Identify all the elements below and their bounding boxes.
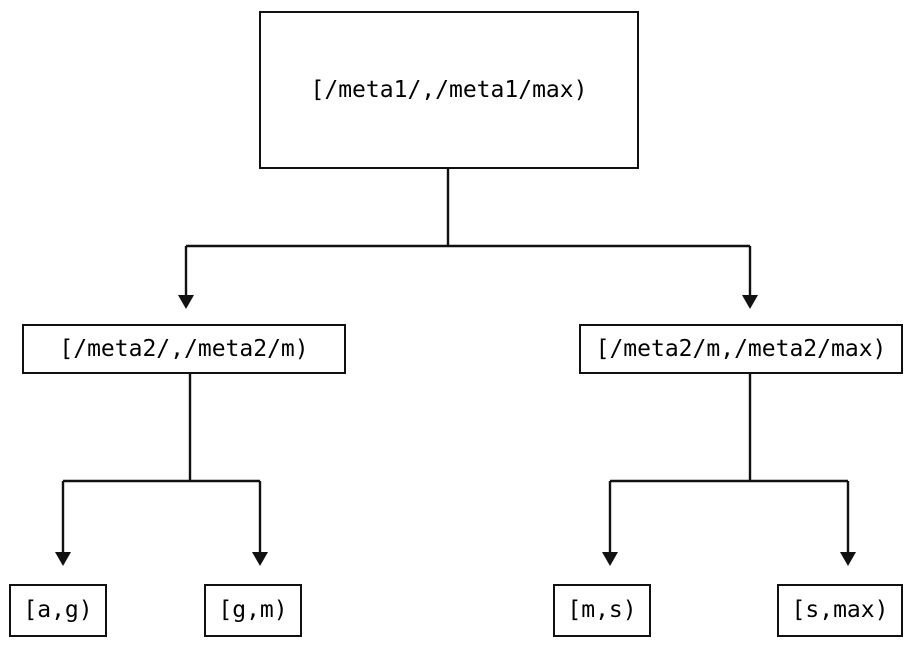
node-leaf-ms-label: [m,s) bbox=[567, 597, 637, 623]
arrowhead-mid-right-icon bbox=[742, 295, 758, 309]
arrowhead-leaf-ms-icon bbox=[602, 552, 618, 566]
node-leaf-ms: [m,s) bbox=[553, 584, 651, 637]
node-leaf-smax-label: [s,max) bbox=[791, 597, 889, 623]
node-mid-right: [/meta2/m,/meta2/max) bbox=[579, 324, 903, 374]
arrowhead-leaf-gm-icon bbox=[252, 552, 268, 566]
arrowhead-leaf-smax-icon bbox=[840, 552, 856, 566]
node-leaf-ag-label: [a,g) bbox=[23, 597, 93, 623]
node-root: [/meta1/,/meta1/max) bbox=[259, 11, 639, 169]
node-root-label: [/meta1/,/meta1/max) bbox=[310, 76, 588, 103]
node-leaf-gm: [g,m) bbox=[204, 584, 302, 637]
node-mid-left: [/meta2/,/meta2/m) bbox=[22, 324, 346, 374]
arrowhead-leaf-ag-icon bbox=[55, 552, 71, 566]
node-leaf-smax: [s,max) bbox=[777, 584, 903, 637]
node-mid-left-label: [/meta2/,/meta2/m) bbox=[59, 335, 309, 362]
node-leaf-ag: [a,g) bbox=[9, 584, 107, 637]
arrowhead-mid-left-icon bbox=[178, 295, 194, 309]
node-mid-right-label: [/meta2/m,/meta2/max) bbox=[595, 335, 887, 362]
node-leaf-gm-label: [g,m) bbox=[218, 597, 288, 623]
